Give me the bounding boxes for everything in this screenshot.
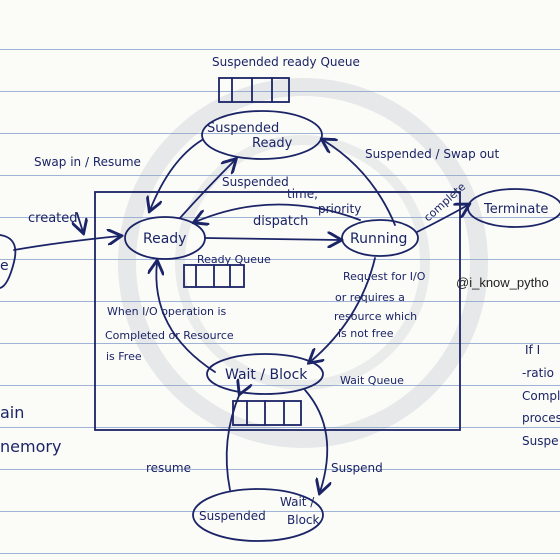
state-wait-block: Wait / Block [206,353,324,395]
io-request-line4: is not free [338,327,394,340]
state-new-partial: e [0,234,17,289]
arrow-ready-to-running [204,238,340,240]
state-suspended-wait-block: Suspended Wait / Block [192,488,324,542]
state-terminate: Terminate [467,188,560,228]
new-state-label: e [0,258,9,274]
right-note-1: If I [525,343,540,357]
arrow-created-tick [77,212,83,232]
state-ready: Ready [124,216,206,260]
arrow-suspended-wait-to-wait [225,393,240,491]
main-memory-label-2: nemory [0,437,61,456]
ready-queue-icon [183,264,245,288]
state-suspended-ready: Suspended Ready [201,110,323,160]
suspended-top-label: Suspended [222,175,289,189]
arrow-running-to-ready-timeout [195,203,361,222]
suspended-ready-queue-icon [218,77,290,103]
arrow-running-to-terminate [416,205,468,233]
ready-queue-label: Ready Queue [197,253,271,266]
suspend-bottom-label: Suspend [331,461,383,475]
priority-label: priority [318,202,361,216]
arrow-suspended-ready-to-ready [150,139,203,210]
created-label: created [28,211,78,226]
io-complete-line2: Completed or Resource [105,329,234,342]
ready-label: Ready [143,231,186,247]
suspended-ready-queue-label: Suspended ready Queue [212,55,360,69]
arrow-ready-to-suspended-ready [179,160,235,219]
right-note-5: Suspe [522,434,558,448]
right-note-2: -ratio [522,366,554,380]
main-memory-box [94,191,461,431]
io-request-line2: or requires a [335,291,405,304]
wait-block-label: Wait / Block [225,367,308,383]
right-note-4: proces [522,411,560,425]
terminate-label: Terminate [483,202,548,217]
arrow-wait-to-suspended-wait [304,389,327,492]
suspended-swap-out-label: Suspended / Swap out [365,147,500,161]
dispatch-label: dispatch [253,214,308,229]
state-running: Running [341,219,419,257]
io-complete-line3: is Free [106,350,142,363]
running-label: Running [350,231,407,247]
wait-queue-icon [232,400,302,426]
suspended-wait-line3: Block [287,513,320,527]
suspended-ready-line2: Ready [252,136,293,151]
resume-label: resume [146,461,191,475]
arrow-running-to-wait [310,257,376,362]
suspended-wait-line1: Suspended [199,509,266,523]
io-complete-line1: When I/O operation is [107,305,227,318]
suspended-wait-line2: Wait / [280,495,315,509]
right-note-3: Compl [522,389,560,403]
wait-queue-label: Wait Queue [340,374,404,387]
arrow-wait-to-ready [156,262,216,373]
time-label: time, [287,187,318,201]
watermark-handle: @i_know_pytho [456,275,549,290]
io-request-line1: Request for I/O [343,270,426,283]
arrow-running-to-suspended-ready [323,140,396,226]
watermark-inner-ring [175,135,430,390]
io-request-line3: resource which [334,310,417,323]
arrow-new-to-ready [13,236,120,251]
suspended-ready-line1: Suspended [207,121,279,136]
main-memory-label-1: ain [0,403,24,422]
swap-in-resume-label: Swap in / Resume [34,155,141,169]
